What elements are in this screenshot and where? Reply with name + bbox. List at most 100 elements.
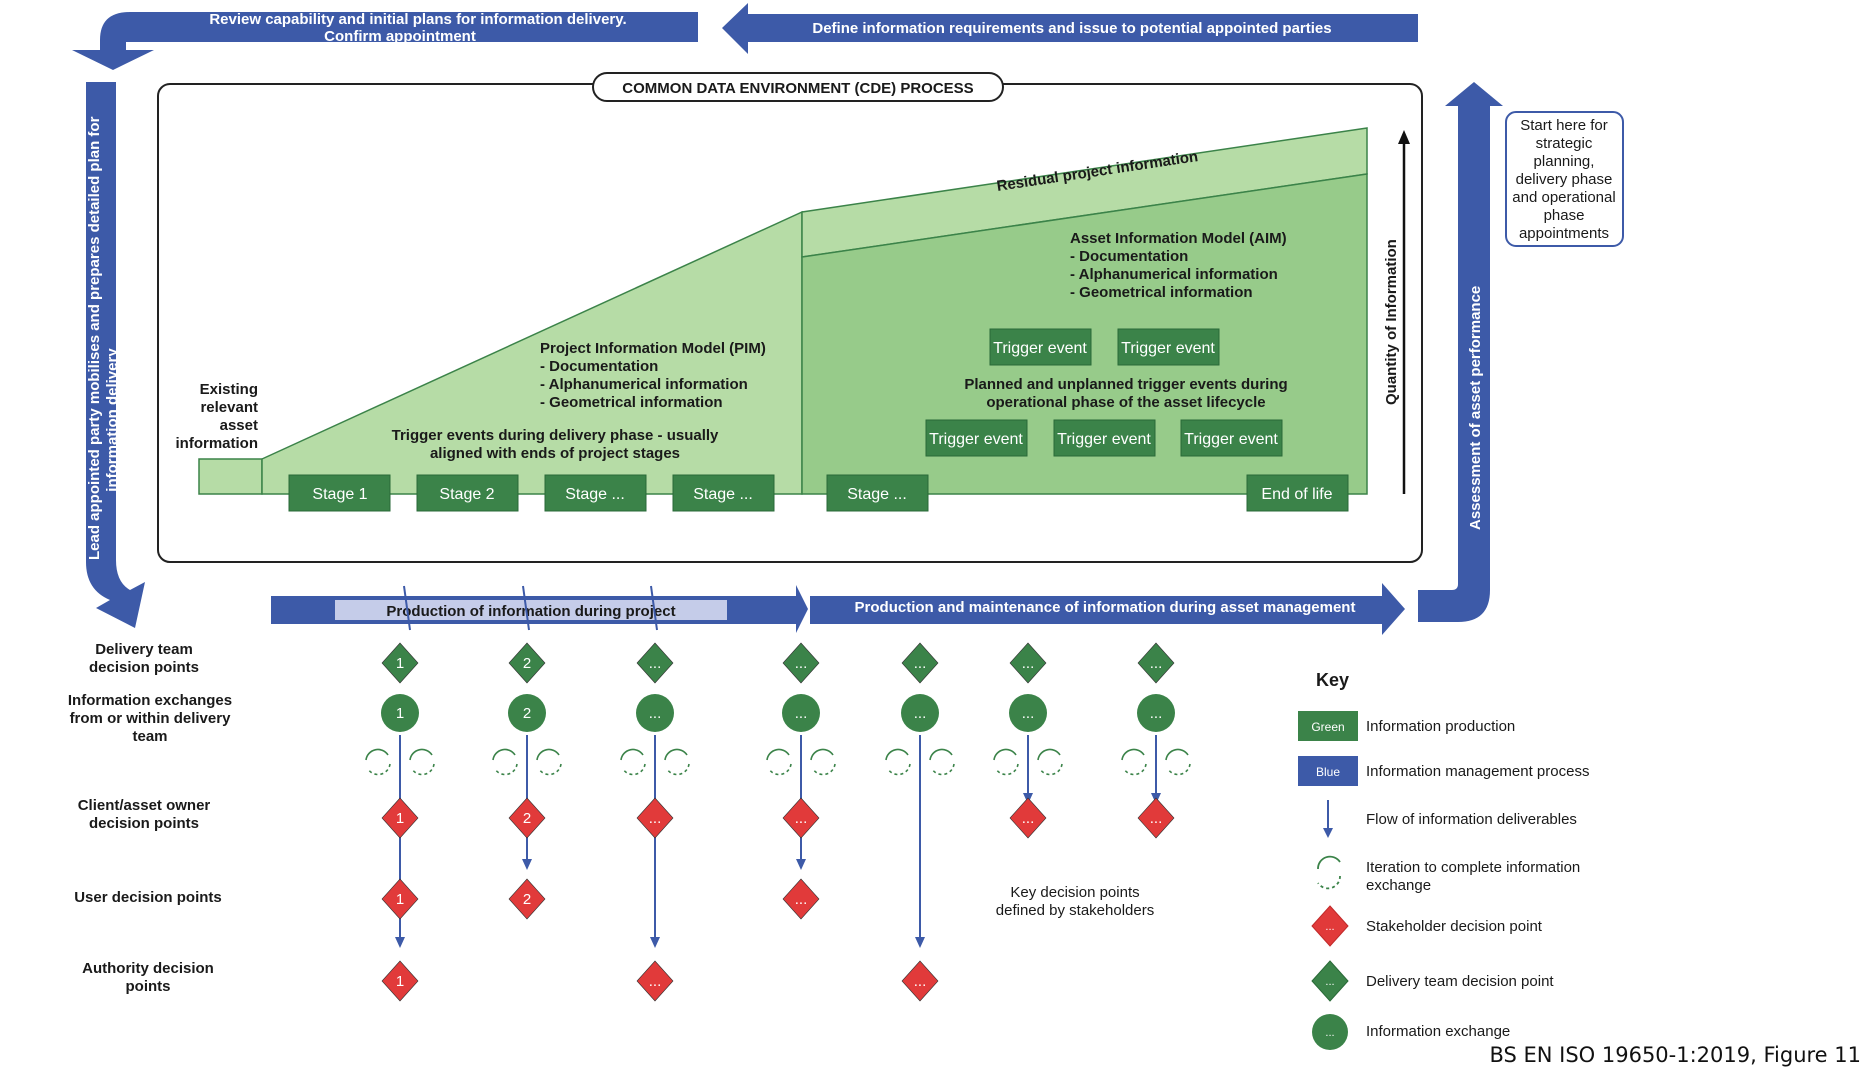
delivery-team-decision-point: ... <box>1009 642 1047 684</box>
stage-2: Stage 2 <box>416 474 519 512</box>
user-decision-point: 2 <box>508 878 546 920</box>
client-decision-point-label: ... <box>1150 810 1163 827</box>
client-decision-point: ... <box>1009 797 1047 839</box>
cde-box: COMMON DATA ENVIRONMENT (CDE) PROCESS Ex… <box>157 72 1423 563</box>
existing-info-line3: asset <box>220 417 258 434</box>
stage-label: Stage 1 <box>312 486 367 503</box>
flow-arrowhead <box>650 937 660 948</box>
production-project-arrow: Production of information during project <box>271 585 808 633</box>
iteration-icon <box>492 748 562 776</box>
delivery-team-decision-point-label: 2 <box>523 655 531 672</box>
stage-label: Stage ... <box>565 486 625 503</box>
production-asset-label: Production and maintenance of informatio… <box>855 599 1356 616</box>
authority-decision-point: ... <box>901 960 939 1002</box>
information-exchange-label: 2 <box>523 705 531 722</box>
planned-line2: operational phase of the asset lifecycle <box>986 394 1265 411</box>
aim-line3: - Alphanumerical information <box>1070 266 1278 283</box>
client-decision-point: ... <box>1137 797 1175 839</box>
user-decision-point-label: 2 <box>523 891 531 908</box>
svg-text:...: ... <box>1325 976 1334 988</box>
trigger-event-label: Trigger event <box>929 431 1023 448</box>
information-exchange: ... <box>782 694 820 732</box>
trigger-event-4: Trigger event <box>1053 419 1156 457</box>
iteration-icon <box>885 748 955 776</box>
iteration-icon <box>620 748 690 776</box>
information-exchange-label: ... <box>1022 705 1035 722</box>
row-authority-line1: Authority decision <box>82 960 214 977</box>
key-green-swatch <box>1298 711 1358 741</box>
key-flow-arrowhead <box>1323 828 1333 838</box>
start-here-line4: delivery phase <box>1516 171 1613 188</box>
client-decision-point: 2 <box>508 797 546 839</box>
authority-decision-point-label: ... <box>649 973 662 990</box>
pim-line1: Project Information Model (PIM) <box>540 340 766 357</box>
decision-columns: 1 1 1 1 1 2 2 2 2...............................… <box>365 642 1191 1002</box>
key-item-stakeholder: Stakeholder decision point <box>1366 918 1543 935</box>
row-client-line2: decision points <box>89 815 199 832</box>
flow-arrowhead <box>522 859 532 870</box>
production-project-label-bg <box>335 600 727 620</box>
delivery-team-decision-point-label: ... <box>914 655 927 672</box>
trigger-event-label: Trigger event <box>993 340 1087 357</box>
key-legend: Key Green Information production Blue In… <box>1298 670 1589 1050</box>
information-exchange-label: ... <box>795 705 808 722</box>
iteration-icon <box>766 748 836 776</box>
left-arrow-line2: information delivery <box>104 348 121 492</box>
delivery-team-decision-point-label: ... <box>1150 655 1163 672</box>
user-decision-point: 1 <box>381 878 419 920</box>
start-here-line3: planning, <box>1534 153 1595 170</box>
stage-label: Stage ... <box>693 486 753 503</box>
row-delivery-team-line1: Delivery team <box>95 641 193 658</box>
client-decision-point: 1 <box>381 797 419 839</box>
trigger-event-label: Trigger event <box>1184 431 1278 448</box>
planned-line1: Planned and unplanned trigger events dur… <box>964 376 1287 393</box>
trigger-event-label: Trigger event <box>1057 431 1151 448</box>
start-here-line6: phase <box>1544 207 1585 224</box>
delivery-team-decision-point: ... <box>1137 642 1175 684</box>
start-here-line5: and operational <box>1512 189 1615 206</box>
production-asset-arrow: Production and maintenance of informatio… <box>810 583 1405 635</box>
stage-label: Stage 2 <box>439 486 494 503</box>
key-title: Key <box>1316 670 1349 690</box>
left-arrow-line1: Lead appointed party mobilises and prepa… <box>86 116 103 560</box>
quantity-axis-label: Quantity of Information <box>1383 239 1400 405</box>
information-exchange: ... <box>1009 694 1047 732</box>
information-exchange: 1 <box>381 694 419 732</box>
authority-decision-point: 1 <box>381 960 419 1002</box>
existing-info-line1: Existing <box>200 381 258 398</box>
figure-caption: BS EN ISO 19650-1:2019, Figure 11 <box>1489 1043 1861 1067</box>
existing-info-block <box>198 458 263 495</box>
key-blue-swatch-label: Blue <box>1316 765 1340 779</box>
key-exchange-circle <box>1312 1014 1348 1050</box>
client-decision-point: ... <box>782 797 820 839</box>
key-item-iteration-line1: Iteration to complete information <box>1366 859 1580 876</box>
trigger-delivery-line2: aligned with ends of project stages <box>430 445 680 462</box>
quantity-axis-arrowhead <box>1398 130 1410 144</box>
stage-end-of-life: End of life <box>1246 474 1349 512</box>
stage-4: Stage ... <box>672 474 775 512</box>
key-item-iteration-line2: exchange <box>1366 877 1431 894</box>
client-decision-point-label: 1 <box>396 810 404 827</box>
key-stakeholder-diamond <box>1311 905 1349 947</box>
key-green-swatch-label: Green <box>1311 720 1344 734</box>
key-blue-swatch <box>1298 756 1358 786</box>
existing-info-line2: relevant <box>200 399 258 416</box>
trigger-event-5: Trigger event <box>1180 419 1283 457</box>
row-delivery-team-line2: decision points <box>89 659 199 676</box>
information-exchange-label: ... <box>649 705 662 722</box>
row-info-exchanges-line1: Information exchanges <box>68 692 232 709</box>
stage-5: Stage ... <box>826 474 929 512</box>
trigger-delivery-line1: Trigger events during delivery phase - u… <box>392 427 719 444</box>
client-decision-point-label: ... <box>795 810 808 827</box>
aim-line1: Asset Information Model (AIM) <box>1070 230 1287 247</box>
delivery-team-decision-point: 1 <box>381 642 419 684</box>
row-user: User decision points <box>74 889 222 906</box>
key-item-delivery: Delivery team decision point <box>1366 973 1554 990</box>
left-vertical-arrow: Lead appointed party mobilises and prepa… <box>86 82 145 628</box>
pim-line2: - Documentation <box>540 358 658 375</box>
key-decision-note-line1: Key decision points <box>1010 884 1139 901</box>
svg-text:...: ... <box>1325 1027 1334 1039</box>
client-decision-point-label: 2 <box>523 810 531 827</box>
flow-arrowhead <box>395 937 405 948</box>
svg-text:...: ... <box>1325 921 1334 933</box>
